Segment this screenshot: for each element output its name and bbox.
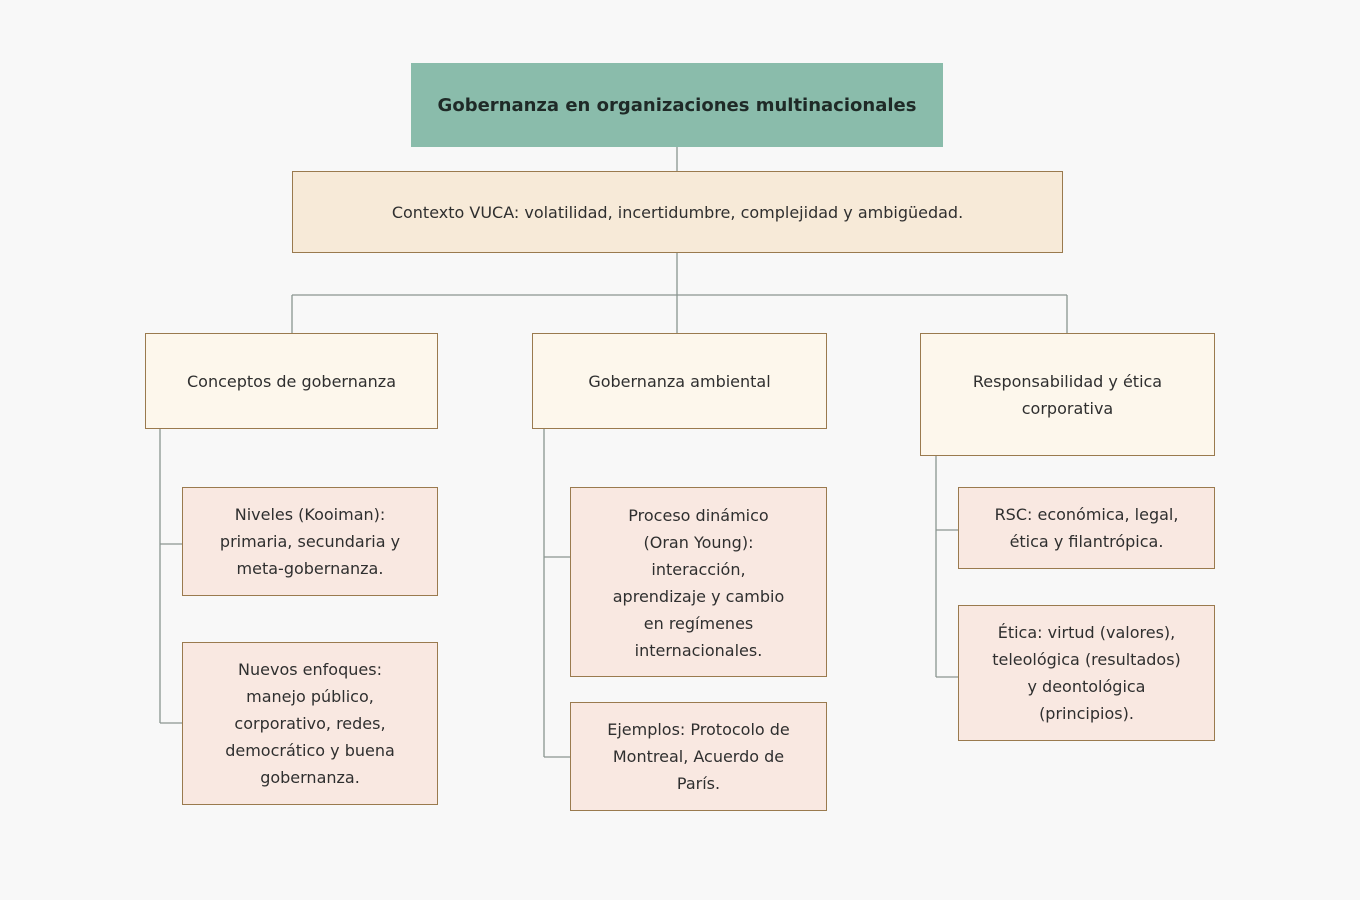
root-node: Gobernanza en organizaciones multinacion…: [411, 63, 943, 147]
leaf-label: Nuevos enfoques: manejo público, corpora…: [225, 660, 395, 787]
leaf-label: Ejemplos: Protocolo de Montreal, Acuerdo…: [607, 720, 790, 793]
leaf-label: Proceso dinámico (Oran Young): interacci…: [612, 506, 785, 660]
branch-node-responsibility-ethics: Responsabilidad y ética corporativa: [920, 333, 1215, 456]
branch-label: Responsabilidad y ética corporativa: [972, 371, 1163, 418]
context-node: Contexto VUCA: volatilidad, incertidumbr…: [292, 171, 1063, 253]
root-label: Gobernanza en organizaciones multinacion…: [437, 94, 917, 116]
leaf-node-new-approaches: Nuevos enfoques: manejo público, corpora…: [182, 642, 438, 805]
context-label: Contexto VUCA: volatilidad, incertidumbr…: [391, 202, 964, 222]
leaf-label: Niveles (Kooiman): primaria, secundaria …: [219, 505, 401, 578]
leaf-node-examples: Ejemplos: Protocolo de Montreal, Acuerdo…: [570, 702, 827, 811]
leaf-node-dynamic-process: Proceso dinámico (Oran Young): interacci…: [570, 487, 827, 677]
leaf-node-csr: RSC: económica, legal, ética y filantróp…: [958, 487, 1215, 569]
leaf-label: Ética: virtud (valores), teleológica (re…: [992, 623, 1181, 723]
leaf-node-ethics: Ética: virtud (valores), teleológica (re…: [958, 605, 1215, 741]
branch-node-governance-concepts: Conceptos de gobernanza: [145, 333, 438, 429]
branch-label: Gobernanza ambiental: [588, 371, 771, 391]
leaf-node-kooiman-levels: Niveles (Kooiman): primaria, secundaria …: [182, 487, 438, 596]
branch-node-environmental-governance: Gobernanza ambiental: [532, 333, 827, 429]
branch-label: Conceptos de gobernanza: [187, 371, 396, 391]
leaf-label: RSC: económica, legal, ética y filantróp…: [994, 505, 1179, 551]
